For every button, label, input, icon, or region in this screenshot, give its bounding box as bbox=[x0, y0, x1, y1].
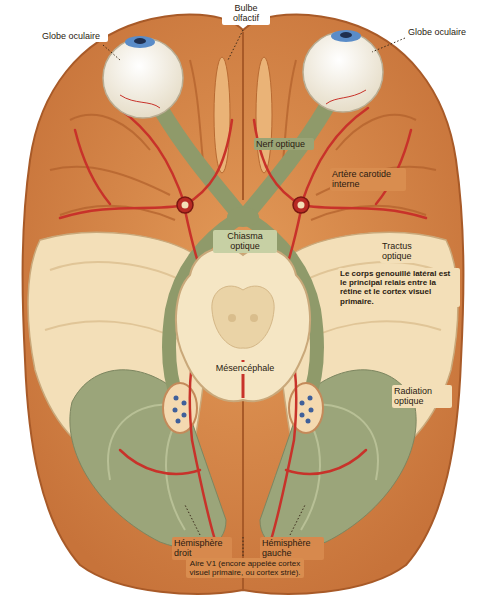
part-label: Hémisphère gauche bbox=[260, 537, 324, 560]
note-text: Le corps genouillé latéral est le princi… bbox=[338, 268, 460, 307]
part-label: Radiation optique bbox=[392, 385, 452, 408]
part-label: Hémisphère droit bbox=[172, 537, 232, 560]
part-label: Artère carotide interne bbox=[330, 168, 406, 191]
part-label: Nerf optique bbox=[254, 138, 314, 150]
caption-note: Aire V1 (encore appelée cortex visuel pr… bbox=[186, 558, 304, 578]
part-label: Chiasma optique bbox=[213, 230, 277, 253]
part-label: Tractus optique bbox=[380, 240, 440, 263]
part-label: Globe oculaire bbox=[406, 26, 476, 38]
part-label: Mésencéphale bbox=[208, 362, 282, 374]
part-label: Bulbe olfactif bbox=[222, 2, 270, 25]
part-label: Globe oculaire bbox=[40, 30, 108, 42]
